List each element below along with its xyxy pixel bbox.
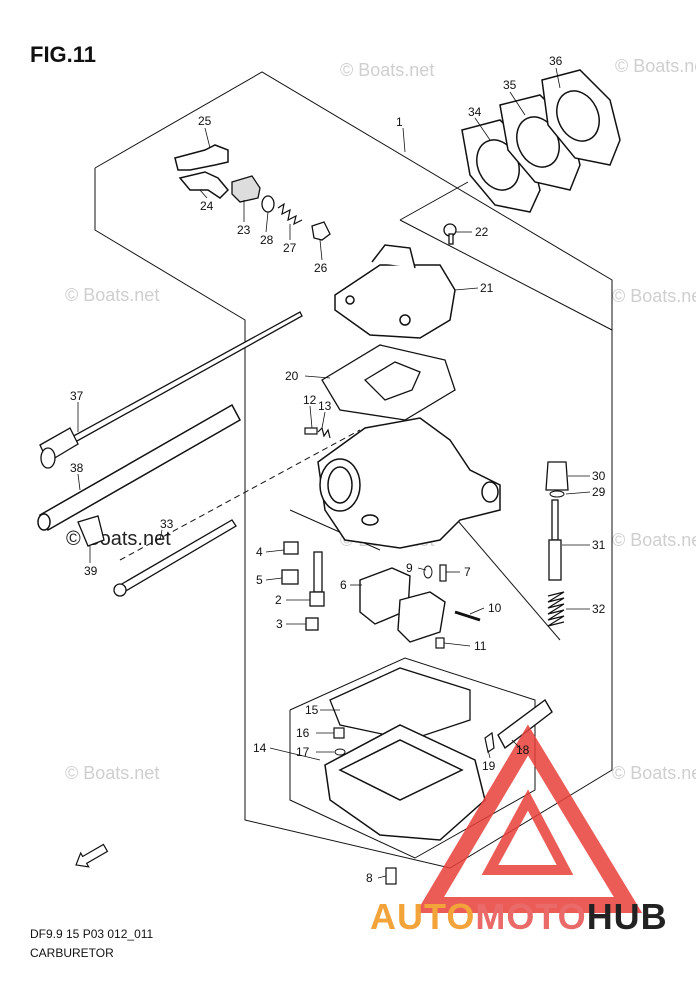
watermark: © Boats.net xyxy=(615,56,696,76)
spring-13 xyxy=(317,426,331,439)
callout-33: 33 xyxy=(160,517,174,531)
callout-18: 18 xyxy=(516,743,530,757)
carburetor-body xyxy=(317,417,501,549)
callout-5: 5 xyxy=(256,573,263,587)
cover-21 xyxy=(334,244,456,339)
callout-6: 6 xyxy=(340,578,347,592)
screw-16 xyxy=(333,727,345,739)
float-bowl xyxy=(324,724,486,841)
tube-38 xyxy=(37,403,242,532)
screw-33 xyxy=(113,519,237,597)
callout-28: 28 xyxy=(260,233,274,247)
callout-35: 35 xyxy=(503,78,517,92)
spring-27 xyxy=(277,202,303,226)
callout-14: 14 xyxy=(253,741,267,755)
clip-29 xyxy=(549,490,565,498)
jet-2 xyxy=(309,551,325,607)
callout-37: 37 xyxy=(70,389,84,403)
callout-25: 25 xyxy=(198,114,212,128)
screw-8 xyxy=(385,867,397,885)
callout-21: 21 xyxy=(480,281,494,295)
float-bowl-outline xyxy=(289,657,536,859)
callout-34: 34 xyxy=(468,105,482,119)
screw-22 xyxy=(443,223,457,245)
callout-1: 1 xyxy=(396,115,403,129)
gasket-36 xyxy=(541,69,621,166)
callout-7: 7 xyxy=(464,565,471,579)
callout-23: 23 xyxy=(237,223,251,237)
clip-9 xyxy=(423,565,433,579)
callout-36: 36 xyxy=(549,54,563,68)
callout-12: 12 xyxy=(303,393,317,407)
callout-16: 16 xyxy=(296,726,310,740)
callout-32: 32 xyxy=(592,602,606,616)
jet-4 xyxy=(283,541,299,555)
spring-32 xyxy=(547,591,565,627)
needle-valve-7 xyxy=(439,564,447,582)
hose-24 xyxy=(178,171,230,199)
callout-9: 9 xyxy=(406,561,413,575)
callout-20: 20 xyxy=(285,369,299,383)
callout-39: 39 xyxy=(84,564,98,578)
fitting-23 xyxy=(231,175,261,203)
clip-39 xyxy=(77,515,105,547)
watermark: © Boats.net xyxy=(65,763,160,783)
callout-11: 11 xyxy=(474,639,487,653)
gasket-15 xyxy=(329,667,471,741)
hose-25 xyxy=(174,144,229,171)
valve-26 xyxy=(311,221,331,241)
fwd-arrow-icon xyxy=(75,843,109,868)
hose-18 xyxy=(497,698,553,750)
callout-27: 27 xyxy=(283,241,297,255)
watermark: © Boats.net xyxy=(612,530,696,550)
callout-31: 31 xyxy=(592,538,606,552)
callout-30: 30 xyxy=(592,469,606,483)
callout-29: 29 xyxy=(592,485,606,499)
callout-22: 22 xyxy=(475,225,489,239)
jet-3 xyxy=(305,617,319,631)
brand-part1: AUTO xyxy=(370,896,476,937)
callout-19: 19 xyxy=(482,759,496,773)
watermark: © Boats.net xyxy=(340,60,435,80)
needle-31 xyxy=(548,499,562,581)
callout-10: 10 xyxy=(488,601,502,615)
callout-13: 13 xyxy=(318,399,332,413)
callout-3: 3 xyxy=(276,617,283,631)
o-ring-28 xyxy=(261,195,275,213)
callout-15: 15 xyxy=(305,703,319,717)
float-6 xyxy=(359,567,446,643)
gasket-20 xyxy=(321,344,456,421)
brand-part2: MOTO xyxy=(475,896,587,937)
clip-19 xyxy=(484,731,495,753)
callout-17: 17 xyxy=(296,745,310,759)
callout-4: 4 xyxy=(256,545,263,559)
callout-2: 2 xyxy=(275,593,282,607)
figure-name: CARBURETOR xyxy=(30,946,114,960)
jet-5 xyxy=(281,569,299,585)
watermark: © Boats.net xyxy=(612,763,696,783)
callout-24: 24 xyxy=(200,199,214,213)
screw-11 xyxy=(435,637,445,649)
callout-26: 26 xyxy=(314,261,328,275)
figure-code: DF9.9 15 P03 012_011 xyxy=(30,927,154,941)
screw-12 xyxy=(304,427,318,435)
callout-8: 8 xyxy=(366,871,373,885)
watermark: © Boats.net xyxy=(612,286,696,306)
figure-title: FIG.11 xyxy=(30,42,97,67)
brand-logo-icon xyxy=(415,724,643,913)
washer-17 xyxy=(334,748,346,756)
cap-30 xyxy=(545,461,569,491)
callout-38: 38 xyxy=(70,461,84,475)
pin-10 xyxy=(454,610,481,622)
brand-wordmark: AUTOMOTOHUB xyxy=(370,896,668,938)
watermark: © Boats.net xyxy=(65,285,160,305)
brand-part3: HUB xyxy=(586,896,668,937)
cable-37 xyxy=(39,311,303,469)
